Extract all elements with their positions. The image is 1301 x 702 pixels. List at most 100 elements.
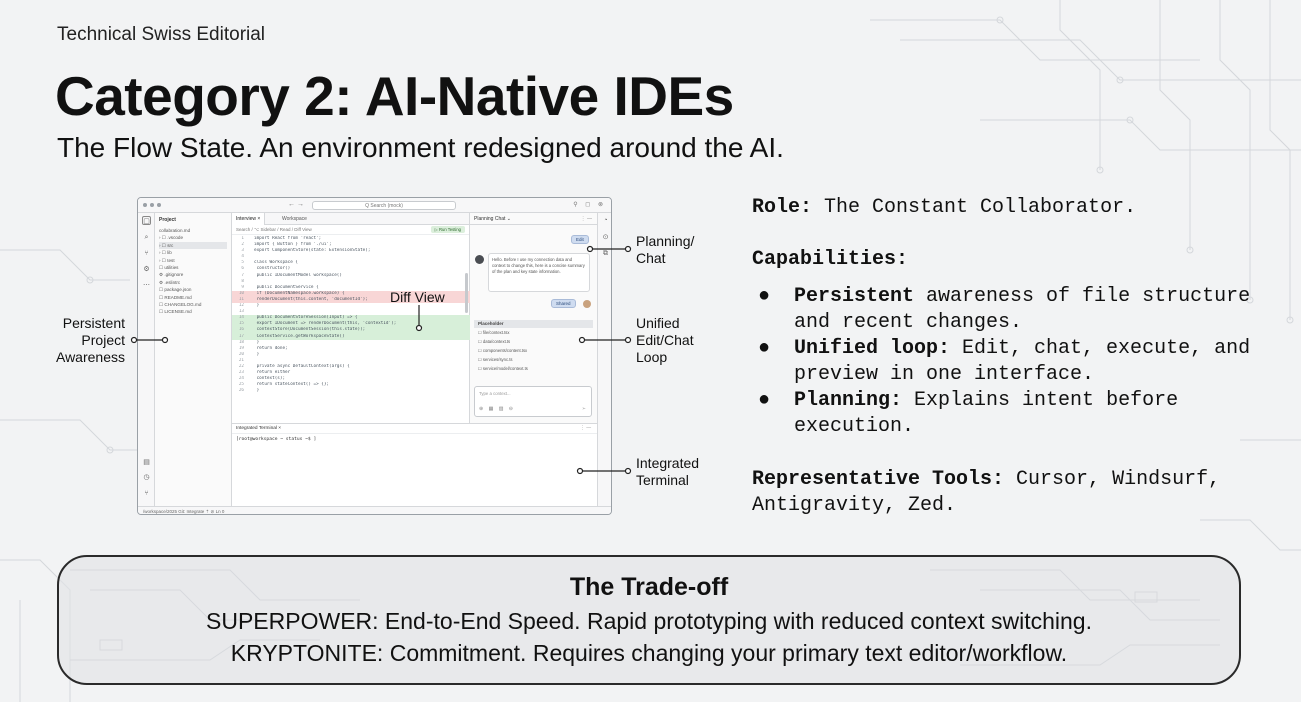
callout-line: Awareness <box>55 349 125 365</box>
activity-bar: ▢ ⌕ ⑂ ⚙ ⋯ ▤ ◷ ⑂ <box>138 213 155 506</box>
integrated-terminal: Integrated Terminal × ⋮ — [root@workspac… <box>232 423 597 506</box>
code-line: 22 private async DefaultContext(args) { <box>232 364 470 370</box>
line-number: 21 <box>238 357 244 363</box>
code-text: } <box>254 388 260 394</box>
tools-label: Representative Tools: <box>752 468 1005 491</box>
line-number: 17 <box>238 333 244 339</box>
tradeoff-title: The Trade-off <box>569 573 729 601</box>
line-number: 10 <box>238 290 244 296</box>
settings-icon: ⊙ <box>602 234 609 241</box>
tree-item: › ☐ .vscode <box>159 235 184 241</box>
code-line: 6 constructor() <box>232 266 470 272</box>
ide-mockup: ← → Q Search (mock) ⚲ ◻ ⊗ ▢ ⌕ ⑂ ⚙ ⋯ ▤ ◷ … <box>137 197 612 515</box>
code-text: } <box>254 339 260 345</box>
tradeoff-box: The Trade-off SUPERPOWER: End-to-End Spe… <box>57 555 1241 685</box>
line-number: 23 <box>238 370 244 376</box>
line-number: 5 <box>241 260 244 266</box>
user-message-bubble: Shared <box>551 299 576 308</box>
bullet-icon: ● <box>758 389 771 412</box>
line-number: 12 <box>238 303 244 309</box>
breadcrumb: Search / ⌥ Sidebar / Read / Diff View ▷ … <box>232 225 469 235</box>
code-text: contextStore(DocumentSession(this.state)… <box>254 327 366 333</box>
branch-icon: ⑂ <box>144 490 149 497</box>
more-icon: ⋯ <box>143 282 150 289</box>
tab-interview: Interview × <box>232 213 266 225</box>
line-number: 15 <box>238 321 244 327</box>
code-line: 9 public DocumentService { <box>232 285 470 291</box>
callout-line: Edit/Chat <box>636 332 694 348</box>
code-line: 25 return stateContext() => {}; <box>232 382 470 388</box>
bullet-bold: Unified loop: <box>794 337 951 360</box>
role-label: Role: <box>752 196 813 219</box>
code-text: return stateContext() => {}; <box>254 382 330 388</box>
line-number: 3 <box>241 248 244 254</box>
line-number: 8 <box>241 278 244 284</box>
tree-item: › ☐ lib <box>159 250 172 256</box>
context-file: ☐ data/context.ts <box>478 339 511 344</box>
code-line: 26 } <box>232 388 470 394</box>
callout-persistent-awareness: Persistent Project Awareness <box>40 315 125 366</box>
line-number: 1 <box>241 236 244 241</box>
bullet-text: Explains intent before <box>902 389 1179 412</box>
bullet-bold: Planning: <box>794 389 903 412</box>
chat-header: Planning Chat ⌄ ⋮ — <box>470 213 597 225</box>
bullet-text-cont: preview in one interface. <box>794 363 1095 386</box>
code-text: if (DocumentNamespace.workspace) { <box>254 290 345 296</box>
bullet-icon: ● <box>758 337 771 360</box>
line-number: 20 <box>238 351 244 357</box>
editor-scrollbar <box>465 273 468 313</box>
context-list-header: Placeholder <box>474 320 593 328</box>
context-file: ☐ file/context.tsx <box>478 330 510 335</box>
line-number: 4 <box>241 254 244 260</box>
tree-item: ☐ package.json <box>159 287 192 293</box>
window-dots <box>143 203 161 207</box>
code-text: ContextService.getWorkspaceState() <box>254 333 345 339</box>
list-item: ● Planning: Explains intent before execu… <box>758 388 1250 440</box>
callout-line: Persistent <box>62 315 125 331</box>
code-text: export IDocument => renderDocument(this,… <box>254 321 397 327</box>
line-number: 11 <box>238 296 244 302</box>
tree-item: ⚙ .gitignore <box>159 272 184 278</box>
line-number: 19 <box>238 345 244 351</box>
callout-line: Terminal <box>636 472 689 488</box>
bullet-text: Edit, chat, execute, and <box>950 337 1251 360</box>
code-text: return done; <box>254 345 288 351</box>
chat-input: Type a context... ⊕ ▦ ▨ ⊖ ➢ <box>474 386 592 417</box>
ai-avatar <box>475 255 484 264</box>
tools-line-2: Antigravity, Zed. <box>752 494 957 517</box>
tools-line-1: Cursor, Windsurf, <box>1004 468 1221 491</box>
bullet-icon: ● <box>758 285 771 308</box>
code-text: public DocumentService { <box>254 284 319 290</box>
line-number: 25 <box>238 382 244 388</box>
git-icon: ⑂ <box>144 250 149 257</box>
editor-tabs: Interview × Workspace <box>232 213 469 225</box>
code-line: 23 return either <box>232 370 470 376</box>
tree-item: ☐ README.md <box>159 294 192 300</box>
code-text: import React from 'react'; <box>254 236 322 241</box>
send-icon: ➢ <box>581 406 586 412</box>
code-line: 21 <box>232 358 470 364</box>
page-subtitle: The Flow State. An environment redesigne… <box>57 132 784 163</box>
callout-line: Unified <box>636 315 680 331</box>
line-number: 7 <box>241 272 244 278</box>
code-text: public IDocumentModel workspace() <box>254 272 342 278</box>
tree-item: collabration.md <box>159 228 191 233</box>
callout-line: Planning/ <box>636 233 695 249</box>
context-file: ☐ services/sync.ts <box>478 357 513 362</box>
window-controls-icon: ⚲ ◻ ⊗ <box>573 202 606 208</box>
callout-line: Loop <box>636 349 668 365</box>
line-number: 26 <box>238 388 244 394</box>
capabilities-list: ● Persistent awareness of file structure… <box>758 284 1250 440</box>
terminal-header: Integrated Terminal × ⋮ — <box>232 424 597 434</box>
code-text: } <box>254 303 260 309</box>
code-line: 16 contextStore(DocumentSession(this.sta… <box>232 327 470 334</box>
code-line: 19 return done; <box>232 346 470 352</box>
callout-line: Chat <box>636 250 666 266</box>
callout-planning-chat: Planning/ Chat <box>636 233 694 267</box>
code-text: } <box>254 351 260 357</box>
chat-controls: ⋮ — <box>580 216 592 222</box>
code-line: 13 <box>232 309 470 315</box>
line-number: 14 <box>238 315 244 321</box>
